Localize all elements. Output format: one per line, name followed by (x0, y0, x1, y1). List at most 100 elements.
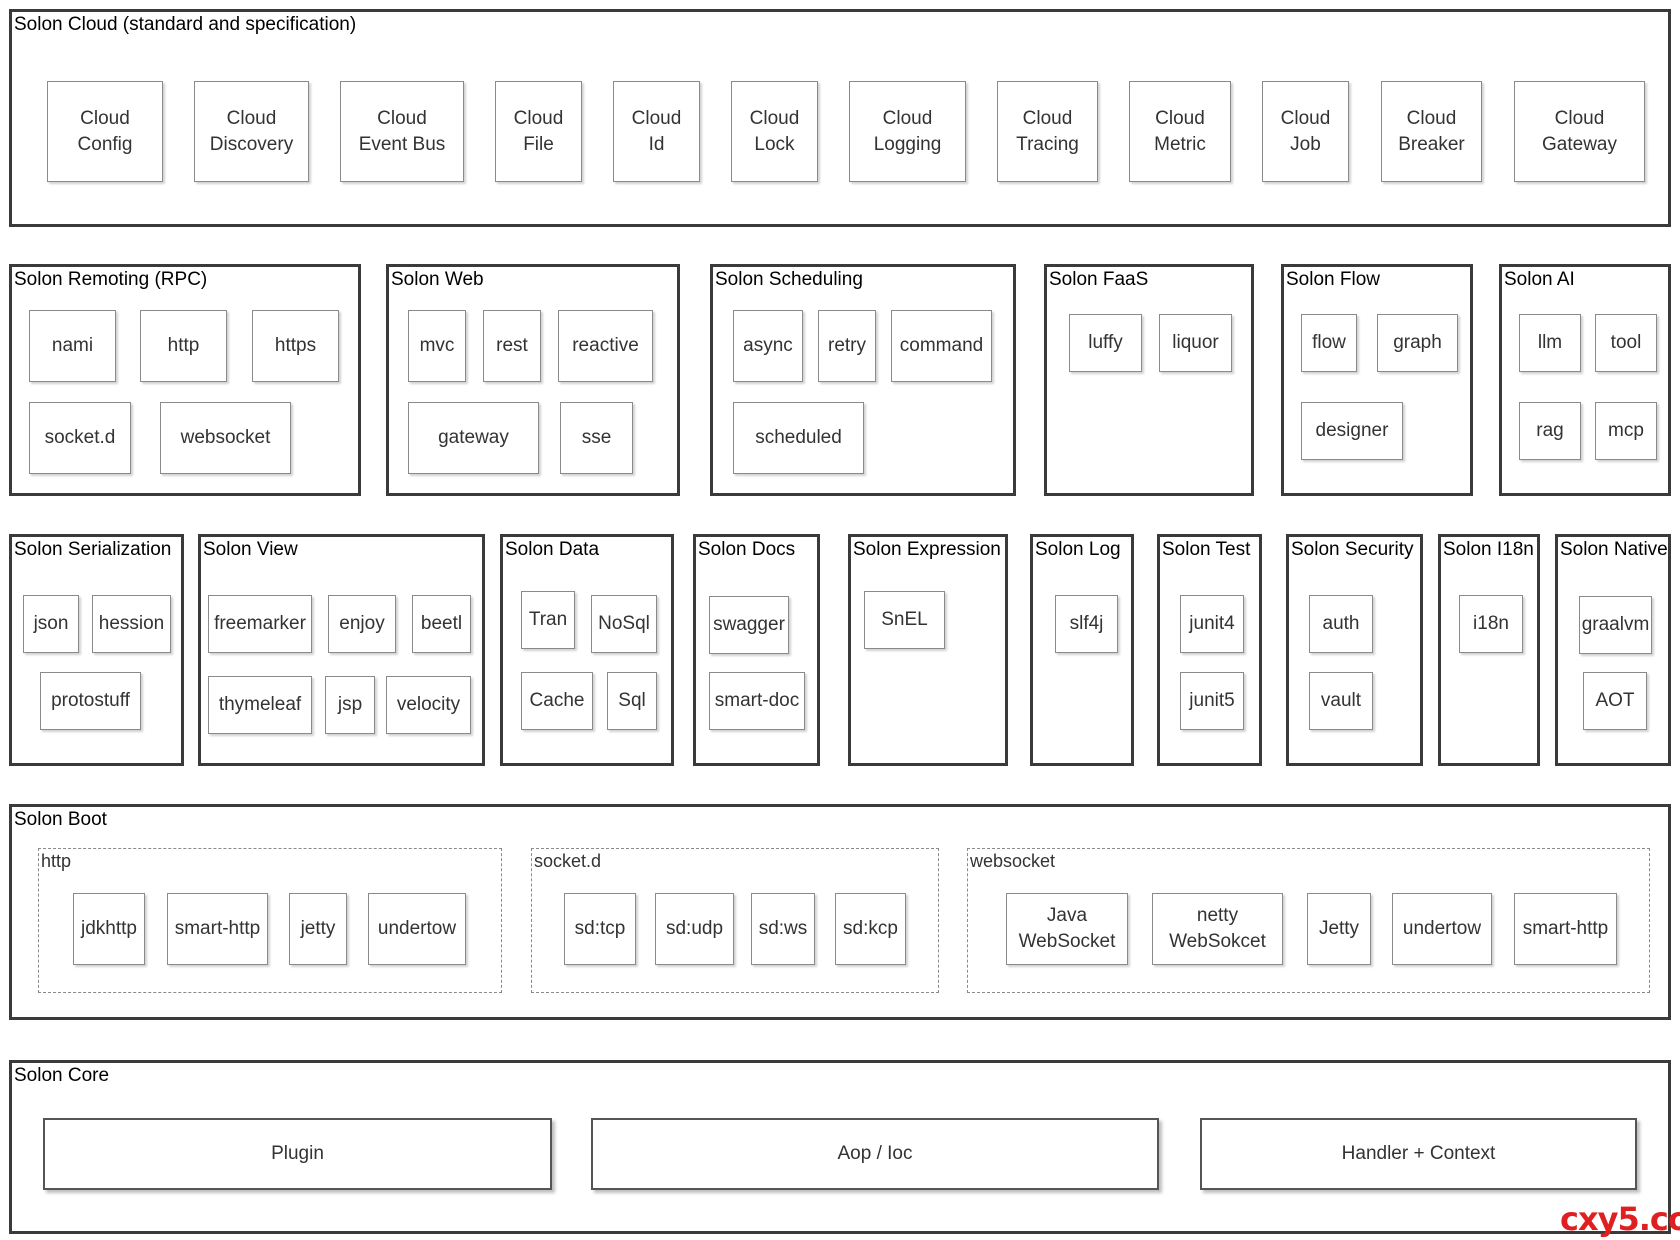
module-cloud-discovery: Cloud Discovery (194, 81, 309, 182)
module-junit5: junit5 (1180, 672, 1244, 730)
module-aot: AOT (1583, 672, 1647, 730)
group-title: Solon View (203, 539, 298, 560)
module-async: async (733, 310, 803, 382)
module-command: command (891, 310, 992, 382)
module-slf4j: slf4j (1055, 595, 1118, 653)
module-socket-d: socket.d (29, 402, 131, 474)
module-sd-tcp: sd:tcp (564, 893, 636, 965)
module-cloud-tracing: Cloud Tracing (997, 81, 1098, 182)
module-json: json (23, 595, 79, 653)
module-jetty: jetty (289, 893, 347, 965)
module-mcp: mcp (1595, 402, 1657, 460)
module-beetl: beetl (412, 595, 471, 653)
module-websocket: websocket (160, 402, 291, 474)
module-cloud-breaker: Cloud Breaker (1381, 81, 1482, 182)
module-scheduled: scheduled (733, 402, 864, 474)
group-title: Solon FaaS (1049, 269, 1149, 290)
watermark: cxy5.com (1560, 1200, 1680, 1238)
module-auth: auth (1309, 595, 1373, 653)
module-java-websocket: Java WebSocket (1006, 893, 1128, 965)
group-title: Solon Cloud (standard and specification) (14, 14, 357, 35)
group-title: Solon Serialization (14, 539, 172, 560)
module-freemarker: freemarker (208, 595, 312, 653)
group-title: Solon Test (1162, 539, 1251, 560)
group-title: Solon Flow (1286, 269, 1380, 290)
module-nami: nami (29, 310, 116, 382)
group-title: Solon Web (391, 269, 484, 290)
module-luffy: luffy (1069, 314, 1142, 372)
module-jetty-ws: Jetty (1307, 893, 1371, 965)
module-tran: Tran (521, 591, 575, 649)
module-thymeleaf: thymeleaf (208, 676, 312, 734)
module-tool: tool (1595, 314, 1657, 372)
module-protostuff: protostuff (40, 672, 141, 730)
module-smart-http: smart-http (167, 893, 268, 965)
group-title: Solon Expression (853, 539, 1001, 560)
module-cloud-event-bus: Cloud Event Bus (340, 81, 464, 182)
module-i18n: i18n (1459, 595, 1523, 653)
module-sd-ws: sd:ws (751, 893, 815, 965)
module-enjoy: enjoy (328, 595, 396, 653)
module-reactive: reactive (558, 310, 653, 382)
module-cloud-id: Cloud Id (613, 81, 700, 182)
module-vault: vault (1309, 672, 1373, 730)
group-title: Solon Data (505, 539, 600, 560)
module-hession: hession (92, 595, 171, 653)
module-designer: designer (1301, 402, 1403, 460)
group-solon-faas: Solon FaaS (1044, 264, 1254, 496)
module-smart-http-ws: smart-http (1514, 893, 1617, 965)
boot-websocket-group: websocket (967, 848, 1650, 993)
group-title: Solon Remoting (RPC) (14, 269, 208, 290)
module-sd-kcp: sd:kcp (835, 893, 906, 965)
module-https: https (252, 310, 339, 382)
module-sql: Sql (607, 672, 657, 730)
module-nosql: NoSql (591, 595, 657, 653)
module-aop-ioc: Aop / Ioc (591, 1118, 1159, 1190)
module-netty-websocket: netty WebSokcet (1152, 893, 1283, 965)
module-sd-udp: sd:udp (655, 893, 734, 965)
group-solon-expression: Solon Expression (848, 534, 1008, 766)
group-title: Solon Native (1560, 539, 1668, 560)
group-title: Solon I18n (1443, 539, 1534, 560)
module-junit4: junit4 (1180, 595, 1244, 653)
module-plugin: Plugin (43, 1118, 552, 1190)
module-gateway: gateway (408, 402, 539, 474)
group-title: Solon AI (1504, 269, 1575, 290)
module-swagger: swagger (709, 596, 789, 654)
boot-http-group: http (38, 848, 502, 993)
group-title: Solon Log (1035, 539, 1121, 560)
module-rest: rest (483, 310, 541, 382)
module-undertow-ws: undertow (1392, 893, 1492, 965)
module-mvc: mvc (408, 310, 466, 382)
group-title: Solon Core (14, 1065, 110, 1086)
group-solon-i18n: Solon I18n (1438, 534, 1540, 766)
module-cloud-logging: Cloud Logging (849, 81, 966, 182)
module-cloud-file: Cloud File (495, 81, 582, 182)
boot-websocket-title: websocket (970, 851, 1056, 871)
module-cloud-gateway: Cloud Gateway (1514, 81, 1645, 182)
module-cloud-metric: Cloud Metric (1129, 81, 1231, 182)
module-cloud-config: Cloud Config (47, 81, 163, 182)
group-title: Solon Boot (14, 809, 107, 830)
group-title: Solon Security (1291, 539, 1414, 560)
module-velocity: velocity (386, 676, 471, 734)
group-title: Solon Scheduling (715, 269, 863, 290)
module-graalvm: graalvm (1579, 596, 1652, 654)
module-llm: llm (1519, 314, 1581, 372)
module-cloud-job: Cloud Job (1262, 81, 1349, 182)
module-snel: SnEL (864, 591, 945, 649)
module-http: http (140, 310, 227, 382)
module-jdkhttp: jdkhttp (73, 893, 145, 965)
module-retry: retry (818, 310, 876, 382)
module-flow: flow (1301, 314, 1357, 372)
group-solon-flow: Solon Flow (1281, 264, 1473, 496)
module-cloud-lock: Cloud Lock (731, 81, 818, 182)
module-graph: graph (1377, 314, 1458, 372)
module-jsp: jsp (325, 676, 375, 734)
boot-socketd-group: socket.d (531, 848, 939, 993)
group-title: Solon Docs (698, 539, 796, 560)
boot-socketd-title: socket.d (534, 851, 602, 871)
module-cache: Cache (521, 672, 593, 730)
group-solon-ai: Solon AI (1499, 264, 1671, 496)
module-undertow: undertow (368, 893, 466, 965)
